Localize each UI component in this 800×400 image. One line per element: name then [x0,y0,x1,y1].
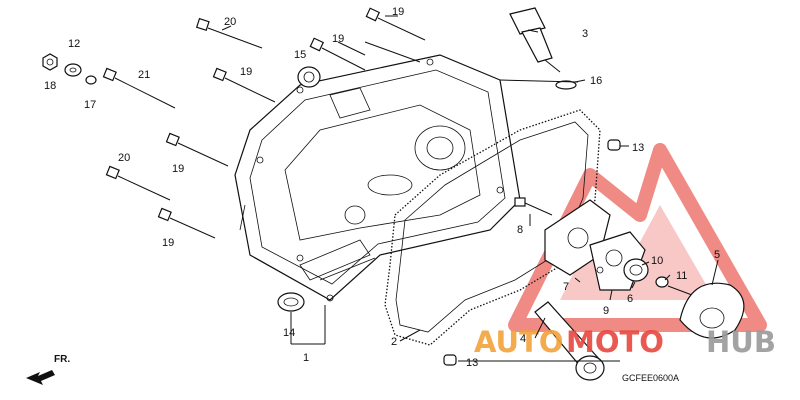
leader-lines [221,15,719,362]
callout-21: 21 [138,69,150,81]
crankcase-cover [234,54,521,302]
cover-gasket [384,109,601,346]
callout-5: 5 [714,249,720,261]
callout-14: 14 [283,327,295,339]
callout-19c: 19 [240,66,252,78]
watermark-text-b: MOTO [566,325,664,359]
needle-bearing-14 [277,292,305,312]
callout-15: 15 [294,49,306,61]
callout-3: 3 [582,28,588,40]
callout-19b: 19 [332,33,344,45]
callout-11: 11 [676,270,687,282]
callout-13a: 13 [632,142,644,154]
callout-19e: 19 [162,237,174,249]
bolts [102,7,426,239]
callout-2: 2 [391,336,397,348]
callout-20b: 20 [118,152,130,164]
callout-12: 12 [68,38,80,50]
dowel-pin-top [607,139,621,151]
callout-10: 10 [651,255,663,267]
callout-16: 16 [590,75,602,87]
callout-4: 4 [520,333,526,345]
callout-13b: 13 [466,357,478,369]
cover-gasket-inner [395,121,589,333]
watermark-text-a: AUTO [474,325,564,359]
diagram-code: GCFEE0600A [622,373,679,383]
callout-6: 6 [627,293,633,305]
callout-labels: 1 2 3 4 5 6 7 8 9 10 11 12 13 13 14 15 1… [44,6,720,369]
screw-8 [514,197,553,216]
callout-19a: 19 [392,6,404,18]
filler-cap [509,7,577,90]
callout-8: 8 [517,224,523,236]
watermark-text: AUTO MOTO HUB [474,325,776,359]
dowel-pin-bottom [443,354,457,366]
callout-19d: 19 [172,163,184,175]
callout-7: 7 [563,281,569,293]
pump-assembly [544,199,745,339]
callout-20a: 20 [224,16,236,28]
arm-4 [534,301,605,381]
small-parts-left [42,53,321,88]
direction-label: FR. [54,354,70,365]
front-direction-arrow: FR. [26,354,70,385]
callout-1: 1 [303,352,309,364]
callout-18: 18 [44,80,56,92]
callout-9: 9 [603,305,609,317]
watermark-text-c: HUB [706,325,776,359]
callout-17: 17 [84,99,96,111]
